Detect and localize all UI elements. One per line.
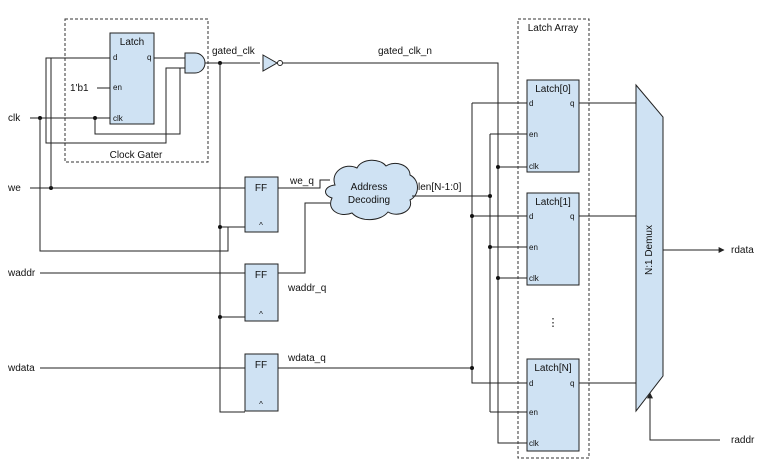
and-gate bbox=[184, 52, 206, 74]
latch-n-pin-q: q bbox=[570, 379, 574, 388]
waddr-q-label: waddr_q bbox=[287, 283, 326, 294]
clock-gater-pin-d: d bbox=[113, 53, 117, 62]
wdata-dN-wire bbox=[471, 368, 527, 384]
address-decoding-line2: Decoding bbox=[348, 195, 390, 206]
rdata-output-label: rdata bbox=[731, 245, 754, 256]
clk-branch-wire bbox=[39, 118, 229, 252]
ff-we-label: FF bbox=[255, 183, 267, 194]
gated-clk-n-label: gated_clk_n bbox=[378, 46, 432, 57]
latch-array-label: Latch Array bbox=[528, 23, 579, 34]
latch-1-pin-q: q bbox=[570, 212, 574, 221]
latch-n: Latch[N] d en clk q bbox=[526, 358, 580, 452]
demux-label: N:1 Demux bbox=[644, 225, 655, 275]
clk-to-and-wire bbox=[94, 68, 181, 135]
gated-clk-n-wire bbox=[283, 62, 527, 168]
ff-wdata: FF ^ bbox=[244, 353, 279, 412]
inverter-bubble bbox=[277, 60, 283, 66]
ff-we-clock: ^ bbox=[259, 221, 263, 230]
clock-gater-boundary bbox=[64, 18, 209, 163]
clk-feedback-wire bbox=[45, 57, 185, 144]
clk-junction-2 bbox=[93, 116, 97, 120]
gated-clk-n-l1-junction bbox=[496, 276, 500, 280]
clock-gater-pin-en: en bbox=[113, 83, 122, 92]
gated-clk-n-l0-junction bbox=[496, 165, 500, 169]
raddr-wire bbox=[647, 392, 720, 441]
waddr-input-label: waddr bbox=[7, 268, 36, 279]
gated-clk-bus bbox=[219, 63, 245, 413]
ff-waddr-label: FF bbox=[255, 270, 267, 281]
latch-0-pin-clk: clk bbox=[529, 162, 540, 171]
latch-1-pin-d: d bbox=[529, 212, 533, 221]
latch-n-pin-d: d bbox=[529, 379, 533, 388]
latch-n-pin-clk: clk bbox=[529, 439, 540, 448]
latch-0-pin-en: en bbox=[529, 130, 538, 139]
wdata-d1-junction bbox=[470, 214, 474, 218]
latch-1: Latch[1] d en clk q bbox=[526, 192, 580, 286]
clk-input-label: clk bbox=[8, 113, 21, 124]
clock-gater-latch: Latch d en clk q bbox=[109, 32, 155, 125]
latch-0-title: Latch[0] bbox=[535, 84, 571, 95]
latch-1-title: Latch[1] bbox=[535, 197, 571, 208]
latch-0-pin-q: q bbox=[570, 99, 574, 108]
latch-ellipsis: ⋮ bbox=[548, 317, 559, 329]
we-input-label: we bbox=[7, 183, 21, 194]
latch-array-boundary bbox=[517, 18, 590, 459]
we-q-wire bbox=[278, 179, 330, 189]
len1-junction bbox=[488, 245, 492, 249]
enable-constant-label: 1'b1 bbox=[70, 83, 89, 94]
inverter bbox=[262, 54, 279, 72]
clock-gater-pin-clk: clk bbox=[113, 114, 124, 123]
latch-0-pin-d: d bbox=[529, 99, 533, 108]
raddr-input-label: raddr bbox=[731, 435, 755, 446]
gated-clk-ff1-junction bbox=[218, 225, 222, 229]
wdata-input-label: wdata bbox=[7, 363, 35, 374]
ff-wdata-label: FF bbox=[255, 360, 267, 371]
demux bbox=[635, 83, 664, 413]
wdata-q-label: wdata_q bbox=[287, 353, 326, 364]
waddr-q-wire bbox=[278, 202, 330, 274]
latch-1-pin-en: en bbox=[529, 243, 538, 252]
wdata-dN-junction bbox=[470, 366, 474, 370]
clock-gater-label: Clock Gater bbox=[110, 150, 163, 161]
latch-1-pin-clk: clk bbox=[529, 274, 540, 283]
gated-clk-label: gated_clk bbox=[212, 46, 256, 57]
ff-waddr: FF ^ bbox=[244, 263, 279, 322]
ff-waddr-clock: ^ bbox=[259, 310, 263, 319]
latch-0: Latch[0] d en clk q bbox=[526, 79, 580, 173]
ff-we: FF ^ bbox=[244, 176, 279, 233]
ff-wdata-clock: ^ bbox=[259, 400, 263, 409]
gated-clk-n-bus bbox=[497, 167, 527, 444]
clock-gater-latch-title: Latch bbox=[120, 37, 144, 48]
clock-gater-pin-q: q bbox=[147, 53, 151, 62]
gated-clk-ff2-junction bbox=[218, 315, 222, 319]
address-decoding-cloud bbox=[325, 159, 418, 221]
latch-n-title: Latch[N] bbox=[534, 363, 571, 374]
len-label: len[N-1:0] bbox=[418, 182, 462, 193]
we-q-label: we_q bbox=[289, 176, 314, 187]
len-junction bbox=[488, 194, 492, 198]
latch-n-pin-en: en bbox=[529, 408, 538, 417]
address-decoding-line1: Address bbox=[351, 182, 388, 193]
